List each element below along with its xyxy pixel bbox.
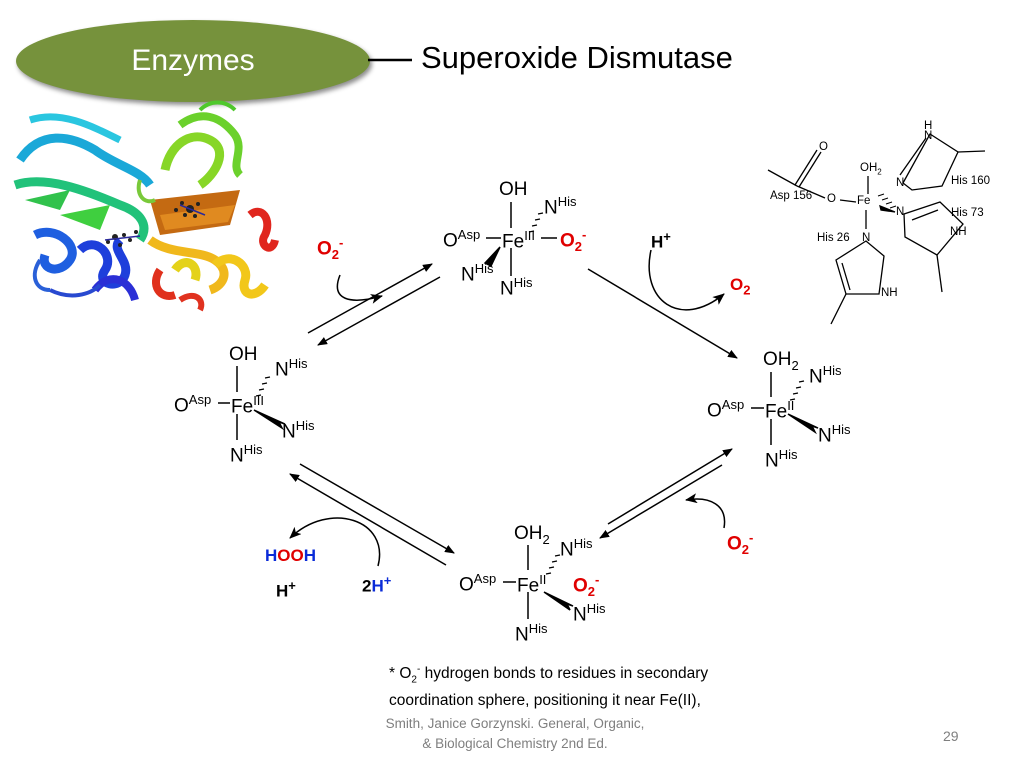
- reagent-o2-minus-right: O2-: [727, 530, 754, 558]
- active-site-his73-nh: NH: [950, 226, 967, 238]
- active-site-his160: His 160: [951, 175, 990, 187]
- active-site-his160-n-top: N: [924, 130, 933, 142]
- curved-arrow-hooh-out: [289, 517, 381, 567]
- top-fe-center: FeIII: [502, 228, 536, 253]
- active-site-his26-nh: NH: [881, 287, 898, 299]
- active-site-his26: His 26: [817, 232, 850, 244]
- right-fe-center: FeII: [765, 398, 795, 423]
- top-oh-label: OH: [499, 179, 528, 200]
- left-o-asp: OAsp: [174, 392, 212, 417]
- left-fe-center: FeIII: [231, 393, 265, 418]
- arrow-top-to-left: [317, 276, 441, 346]
- bottom-fe-center: FeII: [517, 572, 547, 597]
- top-complex-bonds: [483, 202, 557, 276]
- bottom-o-asp: OAsp: [459, 571, 497, 596]
- left-oh-label: OH: [229, 344, 258, 365]
- top-o-asp: OAsp: [443, 227, 481, 252]
- left-complex-bonds: [218, 366, 286, 440]
- top-n-bottom: NHis: [500, 275, 533, 300]
- left-n-bottom: NHis: [230, 442, 263, 467]
- right-o-asp: OAsp: [707, 397, 745, 422]
- citation-footer: Smith, Janice Gorzynski. General, Organi…: [340, 714, 690, 754]
- slide-subtitle: Superoxide Dismutase: [421, 40, 733, 75]
- right-n-upper: NHis: [809, 363, 842, 388]
- active-site-his73-n: N: [896, 206, 905, 218]
- top-n-lower-left: NHis: [461, 261, 494, 286]
- active-site-o: O: [827, 193, 836, 205]
- title-oval: Enzymes: [16, 20, 370, 102]
- footnote: * O2- hydrogen bonds to residues in seco…: [389, 664, 709, 710]
- citation-line-1: Smith, Janice Gorzynski. General, Organi…: [385, 716, 645, 731]
- top-o2-ligand: O2-: [560, 227, 587, 255]
- right-oh2-label: OH2: [763, 349, 799, 373]
- reagent-2h-plus: 2H+: [362, 573, 392, 596]
- arrow-left-to-bottom: [299, 463, 455, 554]
- active-site-his26-n: N: [862, 232, 871, 244]
- right-n-bottom: NHis: [765, 447, 798, 472]
- slide-title: Enzymes: [131, 44, 255, 77]
- active-site-oh2: OH2: [860, 162, 882, 177]
- bottom-n-bottom: NHis: [515, 621, 548, 646]
- left-n-right: NHis: [282, 418, 315, 443]
- bottom-complex-bonds: [503, 545, 574, 619]
- reagent-hooh: HOOH: [265, 546, 317, 565]
- equilibrium-arrows: [289, 263, 738, 566]
- arrow-bottom-to-left: [289, 473, 447, 566]
- citation-line-2: & Biological Chemistry 2nd Ed.: [422, 736, 608, 751]
- page-number: 29: [943, 728, 959, 744]
- arrow-right-to-bottom: [599, 464, 723, 539]
- arrow-bottom-to-right: [607, 448, 733, 525]
- top-n-upper: NHis: [544, 194, 577, 219]
- bottom-n-upper: NHis: [560, 536, 593, 561]
- active-site-structure: [767, 133, 986, 325]
- left-n-upper: NHis: [275, 356, 308, 381]
- active-site-fe: Fe: [857, 195, 871, 207]
- reagent-h-plus-left: H+: [276, 578, 296, 601]
- arrow-top-to-right: [587, 268, 738, 359]
- right-n-right: NHis: [818, 422, 851, 447]
- bottom-n-right: NHis: [573, 601, 606, 626]
- active-site-his160-h: H: [924, 120, 933, 132]
- bottom-oh2-label: OH2: [514, 523, 550, 547]
- bottom-o2-ligand: O2-: [573, 572, 600, 600]
- active-site-asp156: Asp 156: [770, 190, 813, 202]
- curved-arrow-o2-out: [648, 249, 725, 311]
- curved-arrow-o2-in-top: [336, 274, 383, 304]
- active-site-carbonyl-o: O: [819, 141, 828, 153]
- reagent-o2-product: O2: [730, 275, 751, 298]
- reagent-h-plus-top: H+: [651, 229, 671, 252]
- curved-arrow-o2-in-right: [685, 493, 726, 529]
- active-site-his73: His 73: [951, 207, 984, 219]
- protein-structure-illustration: [13, 100, 279, 312]
- reagent-o2-minus-left: O2-: [317, 235, 344, 263]
- curved-arrows: [289, 249, 726, 567]
- right-complex-bonds: [751, 372, 819, 445]
- active-site-his160-n: N: [896, 177, 905, 189]
